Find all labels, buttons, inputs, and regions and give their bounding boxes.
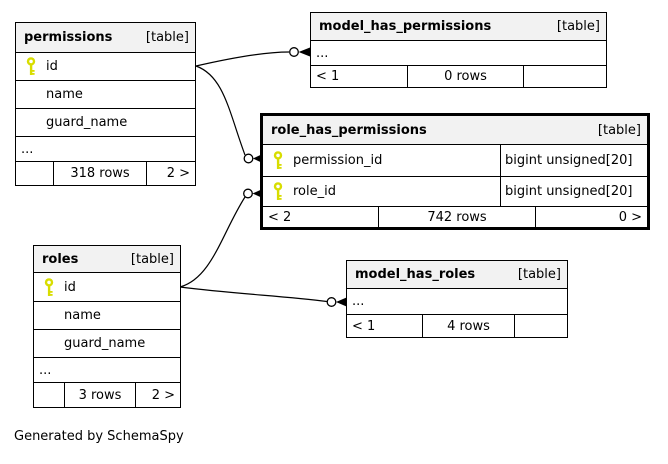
footer-children: < 1	[352, 318, 376, 334]
footer-row-count: 0 rows	[407, 66, 523, 87]
table-role-has-permissions-footer: < 2 742 rows 0 >	[263, 207, 647, 227]
column-row-guard-name: guard_name	[16, 109, 195, 137]
column-name: id	[46, 59, 58, 74]
table-role-has-permissions[interactable]: role_has_permissions [table] permission_…	[260, 113, 650, 230]
footer-children: < 1	[316, 69, 340, 84]
footer-parents	[523, 66, 606, 87]
table-name: model_has_roles	[355, 267, 476, 282]
table-tag: [table]	[597, 122, 641, 138]
primary-key-icon	[34, 277, 64, 297]
table-name: role_has_permissions	[271, 122, 427, 138]
more-columns-ellipsis: ...	[347, 289, 567, 315]
table-model-has-roles-header[interactable]: model_has_roles [table]	[347, 261, 567, 289]
table-model-has-permissions[interactable]: model_has_permissions [table] ... < 1 0 …	[310, 12, 607, 88]
table-model-has-roles[interactable]: model_has_roles [table] ... < 1 4 rows	[346, 260, 568, 338]
table-permissions-header[interactable]: permissions [table]	[16, 23, 195, 53]
column-row-name: name	[34, 302, 180, 330]
footer-children	[16, 162, 53, 185]
column-name: role_id	[293, 184, 336, 199]
more-columns-ellipsis: ...	[16, 137, 195, 162]
column-row-role-id: role_id bigint unsigned[20]	[263, 177, 647, 207]
footer-children: < 2	[268, 209, 292, 225]
table-model-has-roles-footer: < 1 4 rows	[347, 315, 567, 337]
table-tag: [table]	[517, 267, 561, 282]
table-name: roles	[42, 251, 79, 267]
column-row-permission-id: permission_id bigint unsigned[20]	[263, 145, 647, 177]
table-name: permissions	[24, 30, 113, 45]
table-permissions-footer: 318 rows 2 >	[16, 162, 195, 185]
column-name: guard_name	[64, 336, 146, 351]
table-tag: [table]	[556, 19, 600, 34]
footer-row-count: 742 rows	[378, 207, 535, 227]
table-model-has-permissions-header[interactable]: model_has_permissions [table]	[311, 13, 606, 41]
column-row-id: id	[34, 273, 180, 302]
table-name: model_has_permissions	[319, 19, 492, 34]
table-tag: [table]	[130, 251, 174, 267]
table-model-has-permissions-footer: < 1 0 rows	[311, 66, 606, 87]
footer-parents: 2 >	[135, 383, 180, 407]
column-type: bigint unsigned[20]	[500, 145, 647, 176]
column-name: id	[64, 279, 76, 295]
more-columns-ellipsis: ...	[311, 41, 606, 66]
column-row-id: id	[16, 53, 195, 81]
footer-row-count: 318 rows	[53, 162, 146, 185]
column-type: bigint unsigned[20]	[500, 177, 647, 206]
footer-parents: 0 >	[535, 207, 647, 227]
footer-row-count: 3 rows	[64, 383, 135, 407]
column-row-name: name	[16, 81, 195, 109]
primary-key-icon	[263, 151, 293, 170]
column-name: name	[46, 87, 83, 102]
table-tag: [table]	[145, 30, 189, 45]
column-name: permission_id	[293, 153, 383, 168]
column-row-guard-name: guard_name	[34, 330, 180, 358]
footer-parents	[514, 315, 567, 337]
edge-permissions-to-model_has_permissions	[195, 47, 310, 67]
footer-row-count: 4 rows	[422, 315, 514, 337]
primary-key-icon	[263, 182, 293, 201]
primary-key-icon	[16, 57, 46, 76]
edge-permissions-to-role_has_permissions	[195, 65, 263, 164]
table-roles[interactable]: roles [table] id name guard_name ...	[33, 245, 181, 408]
table-roles-header[interactable]: roles [table]	[34, 246, 180, 273]
table-roles-footer: 3 rows 2 >	[34, 383, 180, 407]
generator-credit: Generated by SchemaSpy	[14, 429, 184, 444]
table-role-has-permissions-header[interactable]: role_has_permissions [table]	[263, 116, 647, 145]
edge-roles-to-role_has_permissions	[179, 188, 263, 288]
column-name: guard_name	[46, 115, 128, 130]
more-columns-ellipsis: ...	[34, 358, 180, 383]
footer-parents: 2 >	[146, 162, 195, 185]
table-permissions[interactable]: permissions [table] id name guard_name .	[15, 22, 196, 186]
column-name: name	[64, 308, 101, 323]
footer-children	[34, 383, 64, 407]
edge-roles-to-model_has_roles	[179, 286, 347, 307]
